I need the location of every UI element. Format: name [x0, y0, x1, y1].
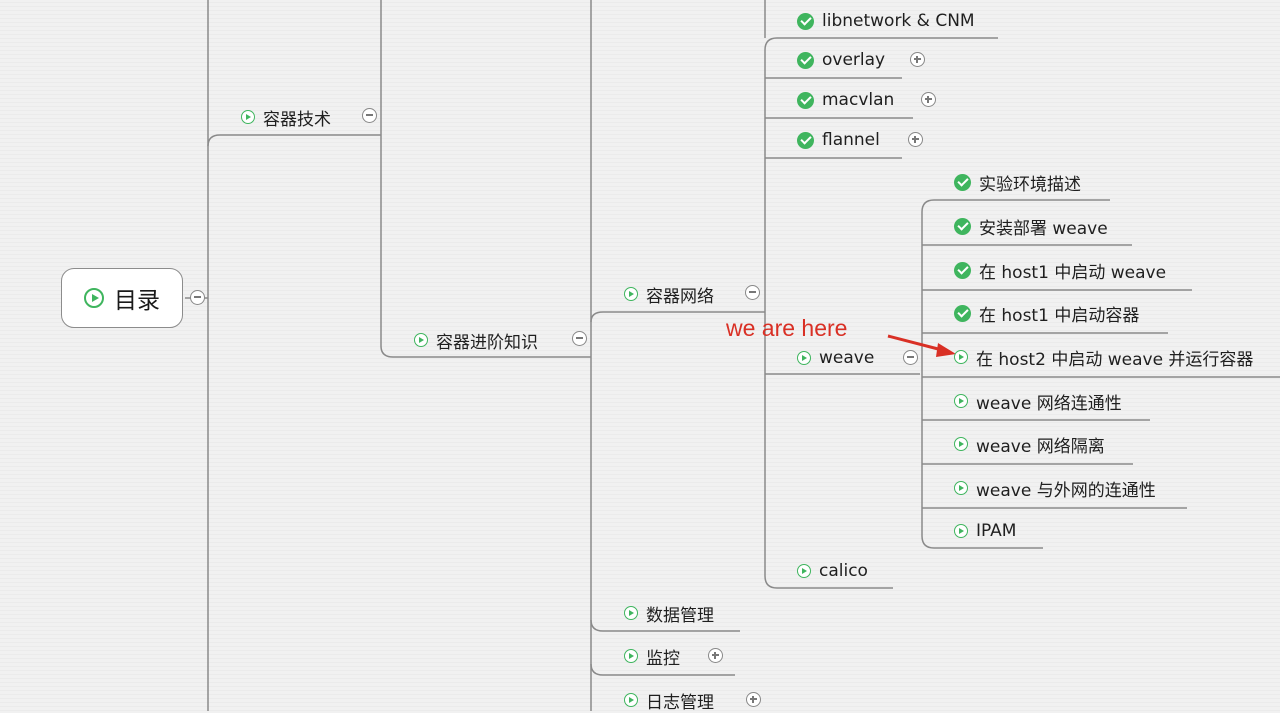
play-icon — [241, 110, 255, 124]
node-label: weave 与外网的连通性 — [976, 480, 1156, 501]
collapse-toggle-icon[interactable] — [190, 290, 205, 305]
node-label: 容器进阶知识 — [436, 332, 538, 353]
network-item[interactable]: overlay — [797, 47, 885, 73]
node-label: weave — [819, 348, 875, 368]
network-item[interactable]: flannel — [797, 127, 880, 153]
play-icon — [624, 606, 638, 620]
check-icon — [797, 131, 814, 149]
arrow-head — [936, 343, 956, 357]
play-icon — [624, 649, 638, 663]
network-item[interactable]: libnetwork & CNM — [797, 8, 975, 34]
node-label: 容器技术 — [263, 109, 331, 130]
play-icon — [954, 350, 968, 364]
play-icon — [624, 287, 638, 301]
play-icon — [954, 524, 968, 538]
play-icon — [414, 333, 428, 347]
play-icon — [84, 288, 104, 308]
node-label: 实验环境描述 — [979, 174, 1081, 195]
node-label: 数据管理 — [646, 605, 714, 626]
node-label: IPAM — [976, 521, 1017, 541]
weave-item[interactable]: 实验环境描述 — [954, 169, 1081, 195]
node-label: flannel — [822, 130, 880, 150]
node-network[interactable]: 容器网络 — [624, 281, 714, 307]
play-icon — [954, 481, 968, 495]
weave-item-current[interactable]: 在 host2 中启动 weave 并运行容器 — [954, 344, 1253, 370]
node-label: macvlan — [822, 90, 895, 110]
node-label: calico — [819, 561, 868, 581]
node-container-tech[interactable]: 容器技术 — [241, 104, 331, 130]
node-label: weave 网络隔离 — [976, 436, 1105, 457]
check-icon — [797, 12, 814, 30]
network-item[interactable]: weave — [797, 345, 874, 371]
expand-toggle-icon[interactable] — [921, 92, 936, 107]
play-icon — [797, 564, 811, 578]
node-label: 日志管理 — [646, 692, 714, 713]
node-label: weave 网络连通性 — [976, 393, 1122, 414]
expand-toggle-icon[interactable] — [746, 692, 761, 707]
node-label: overlay — [822, 50, 886, 70]
weave-item[interactable]: weave 网络隔离 — [954, 431, 1105, 457]
weave-item[interactable]: weave 与外网的连通性 — [954, 475, 1156, 501]
node-storage[interactable]: 数据管理 — [624, 600, 714, 626]
expand-toggle-icon[interactable] — [708, 648, 723, 663]
root-label: 目录 — [114, 288, 160, 314]
play-icon — [954, 394, 968, 408]
annotation-arrow — [887, 334, 956, 357]
collapse-toggle-icon[interactable] — [745, 285, 760, 300]
node-label: 在 host1 中启动 weave — [979, 262, 1167, 283]
node-advanced[interactable]: 容器进阶知识 — [414, 327, 538, 353]
node-label: 监控 — [646, 648, 680, 669]
node-label: 容器网络 — [646, 286, 714, 307]
check-icon — [954, 173, 971, 191]
collapse-toggle-icon[interactable] — [362, 108, 377, 123]
node-label: libnetwork & CNM — [822, 11, 975, 31]
weave-item[interactable]: IPAM — [954, 518, 1016, 544]
collapse-toggle-icon[interactable] — [903, 350, 918, 365]
arrow-shaft — [887, 334, 943, 352]
node-monitor[interactable]: 监控 — [624, 643, 680, 669]
play-icon — [624, 693, 638, 707]
check-icon — [954, 304, 971, 322]
check-icon — [797, 51, 814, 69]
weave-item[interactable]: 在 host1 中启动 weave — [954, 257, 1166, 283]
check-icon — [954, 261, 971, 279]
weave-item[interactable]: 安装部署 weave — [954, 213, 1108, 239]
play-icon — [797, 351, 811, 365]
node-logging[interactable]: 日志管理 — [624, 687, 714, 713]
weave-item[interactable]: weave 网络连通性 — [954, 388, 1122, 414]
root-node[interactable]: 目录 — [61, 268, 183, 328]
annotation-text: we are here — [726, 315, 848, 341]
node-label: 在 host2 中启动 weave 并运行容器 — [976, 349, 1254, 370]
check-icon — [797, 91, 814, 109]
expand-toggle-icon[interactable] — [910, 52, 925, 67]
collapse-toggle-icon[interactable] — [572, 331, 587, 346]
play-icon — [954, 437, 968, 451]
check-icon — [954, 217, 971, 235]
weave-item[interactable]: 在 host1 中启动容器 — [954, 300, 1139, 326]
expand-toggle-icon[interactable] — [908, 132, 923, 147]
network-item[interactable]: calico — [797, 558, 868, 584]
node-label: 安装部署 weave — [979, 218, 1108, 239]
network-item[interactable]: macvlan — [797, 87, 894, 113]
node-label: 在 host1 中启动容器 — [979, 305, 1140, 326]
